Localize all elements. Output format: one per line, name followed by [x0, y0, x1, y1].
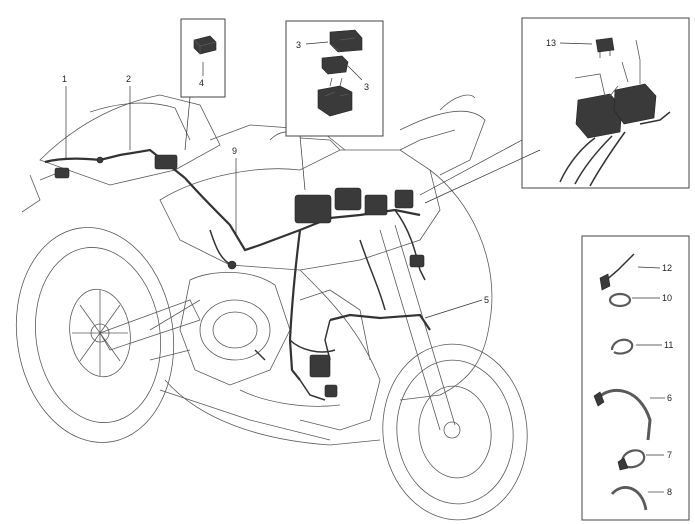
label-1: 1: [62, 74, 67, 84]
callout-box-clips: 12 10 11 6 7 8: [581, 235, 690, 521]
label-11: 11: [664, 340, 673, 350]
label-2: 2: [126, 74, 131, 84]
callout-box-3: 3 3: [285, 20, 384, 191]
label-9: 9: [232, 146, 237, 156]
motorcycle-illustration: [15, 94, 528, 521]
label-5: 5: [484, 295, 489, 305]
callout-box-4: 4: [180, 18, 226, 151]
label-13: 13: [546, 38, 556, 48]
callout-box-13: 13: [419, 17, 690, 204]
main-callouts: 1 2 9 5: [62, 74, 489, 319]
label-10: 10: [662, 293, 672, 303]
label-7: 7: [667, 450, 672, 460]
label-12: 12: [662, 263, 672, 273]
label-6: 6: [667, 393, 672, 403]
label-3-bottom: 3: [364, 82, 369, 92]
label-8: 8: [667, 487, 672, 497]
label-3-top: 3: [296, 40, 301, 50]
label-4: 4: [199, 78, 204, 88]
main-harness: [44, 148, 431, 401]
